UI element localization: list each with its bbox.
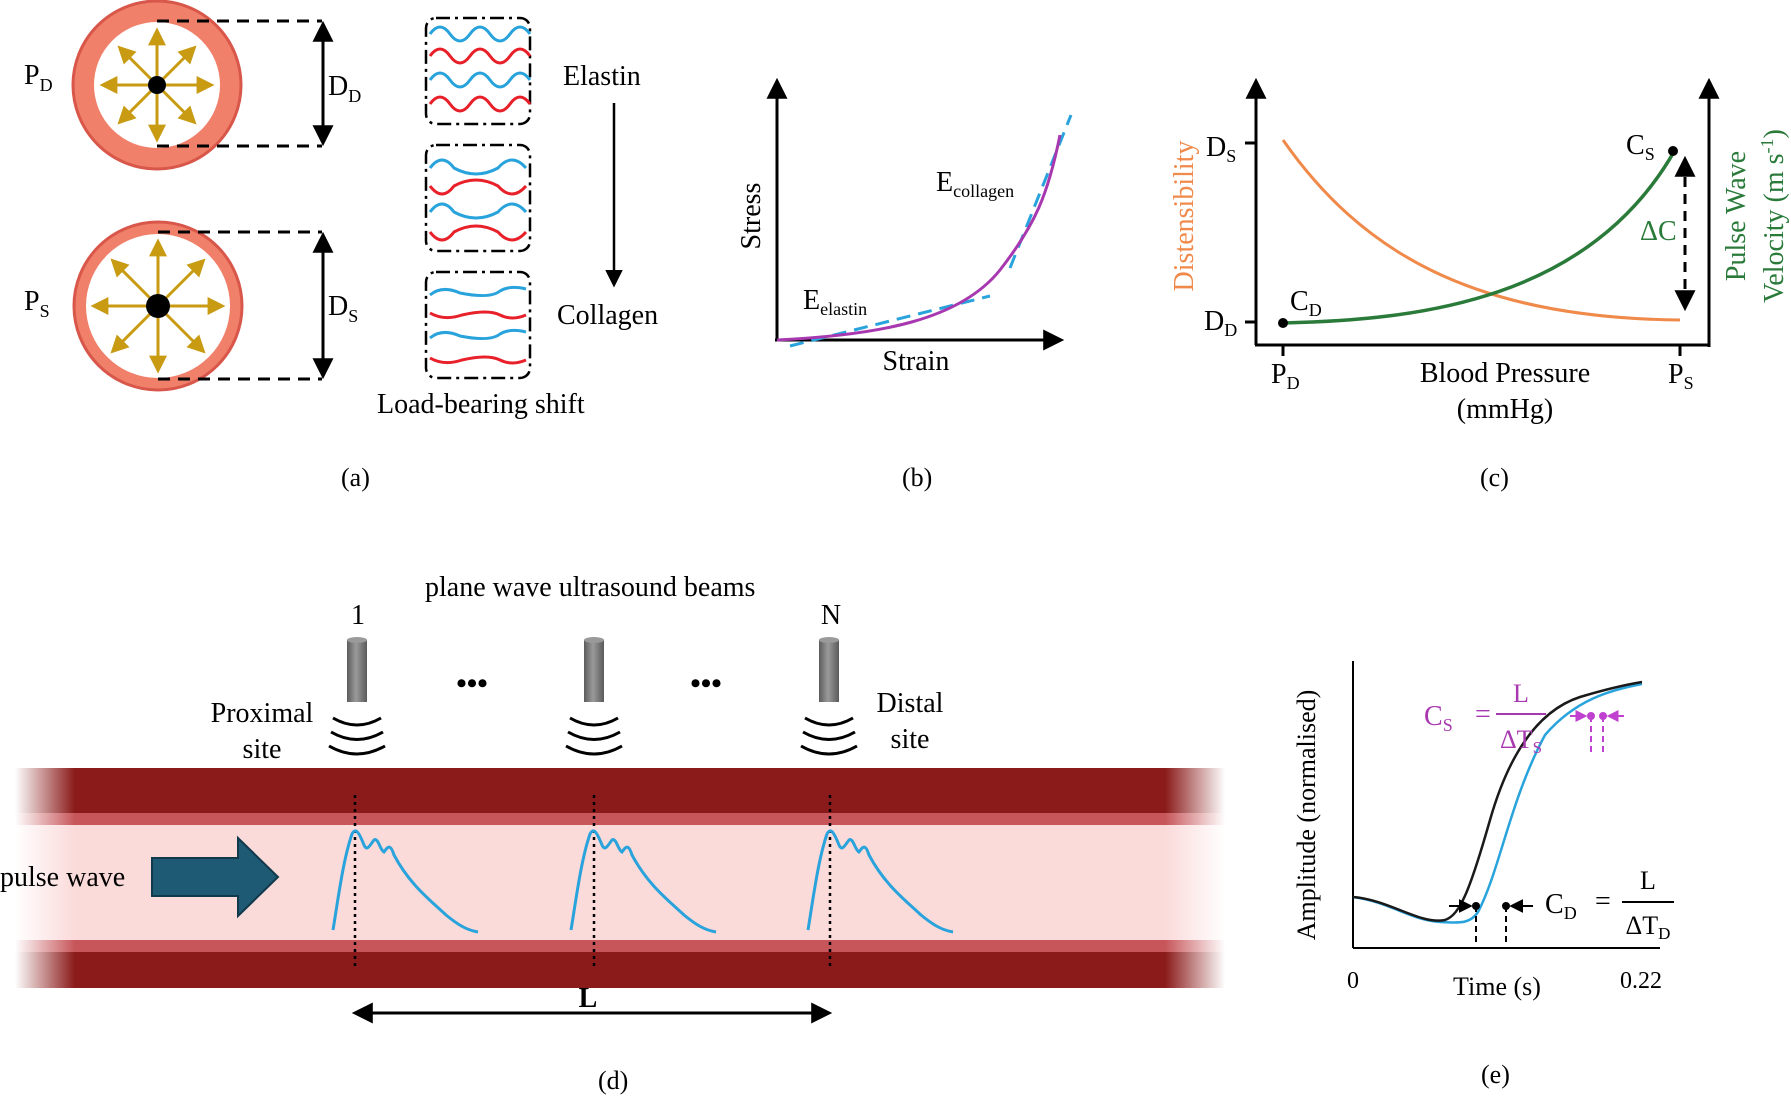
delta-c-label: ΔC bbox=[1640, 216, 1677, 247]
probe-n-label: N bbox=[821, 600, 841, 631]
cs-formula-equals: = bbox=[1475, 699, 1491, 730]
distal-label-2: site bbox=[891, 724, 930, 755]
fibre-box-2 bbox=[424, 143, 532, 253]
cs-marker-1 bbox=[1587, 712, 1595, 720]
mmhg-label: (mmHg) bbox=[1457, 394, 1553, 425]
ellipsis-2: ••• bbox=[690, 667, 722, 700]
ds-label: DS bbox=[328, 291, 358, 326]
cs-formula-denominator: ΔTS bbox=[1500, 725, 1542, 757]
ps-label-c: PS bbox=[1668, 359, 1694, 393]
proximal-waveform bbox=[1352, 680, 1643, 922]
pulse-waveform-2 bbox=[569, 829, 717, 934]
beams-label: plane wave ultrasound beams bbox=[425, 572, 755, 603]
e-elastin-label: Eelastin bbox=[803, 285, 867, 319]
cd-formula-numerator: L bbox=[1640, 866, 1656, 895]
pulse-wave-arrow bbox=[151, 835, 280, 919]
caption-b: (b) bbox=[902, 463, 932, 492]
stress-strain-curve bbox=[776, 134, 1062, 342]
load-bearing-label: Load-bearing shift bbox=[377, 389, 585, 420]
elastin-label: Elastin bbox=[563, 61, 641, 92]
time-label: Time (s) bbox=[1453, 972, 1541, 1001]
probe-1-label: 1 bbox=[351, 600, 365, 631]
length-label: L bbox=[579, 983, 598, 1014]
vessel-systolic bbox=[72, 220, 244, 392]
amplitude-label: Amplitude (normalised) bbox=[1292, 690, 1321, 941]
probe-1 bbox=[328, 637, 386, 756]
fibre-box-3 bbox=[424, 270, 532, 380]
pwv-label-line1: Pulse Wave bbox=[1721, 151, 1752, 281]
strain-label: Strain bbox=[883, 346, 950, 377]
ellipsis-1: ••• bbox=[456, 667, 488, 700]
stress-label: Stress bbox=[736, 183, 767, 250]
cs-formula-lhs: CS bbox=[1424, 701, 1453, 735]
cs-formula: CS = L ΔTS bbox=[1424, 679, 1546, 757]
cs-marker-2 bbox=[1599, 712, 1607, 720]
ps-label-a: PS bbox=[24, 286, 50, 321]
cs-label-c: CS bbox=[1626, 130, 1655, 164]
probe-n bbox=[800, 637, 858, 756]
probe-mid bbox=[565, 637, 623, 756]
pwv-label-line2: Velocity (m s-1) bbox=[1757, 129, 1790, 303]
ds-label-c: DS bbox=[1206, 132, 1236, 166]
cs-point bbox=[1668, 146, 1678, 156]
distal-label-1: Distal bbox=[877, 688, 944, 719]
dd-label-c: DD bbox=[1204, 306, 1237, 340]
panel-a: PD DD PS DS bbox=[24, 0, 658, 492]
caption-c: (c) bbox=[1480, 463, 1509, 492]
pulse-waveform-1 bbox=[331, 829, 479, 934]
cs-formula-numerator: L bbox=[1513, 679, 1529, 708]
vessel-diastolic bbox=[71, 0, 243, 171]
distensibility-label: Distensibility bbox=[1169, 141, 1200, 292]
cd-formula-denominator: ΔTD bbox=[1626, 911, 1671, 943]
cd-formula: CD = L ΔTD bbox=[1545, 866, 1674, 943]
distensibility-curve bbox=[1281, 139, 1681, 322]
panel-e: Amplitude (normalised) 0 0.22 Time (s) C… bbox=[1292, 661, 1674, 1089]
e-collagen-label: Ecollagen bbox=[936, 167, 1014, 201]
caption-e: (e) bbox=[1481, 1060, 1510, 1089]
dd-label: DD bbox=[328, 71, 361, 106]
cd-marker-1 bbox=[1472, 902, 1480, 910]
proximal-label-2: site bbox=[243, 734, 282, 765]
artery bbox=[15, 768, 1225, 988]
cd-label-c: CD bbox=[1290, 286, 1322, 320]
pulse-wave-label: pulse wave bbox=[0, 862, 125, 893]
panel-d: plane wave ultrasound beams 1 N ••• ••• … bbox=[0, 572, 1225, 1095]
fibre-box-1 bbox=[424, 16, 532, 126]
cd-formula-lhs: CD bbox=[1545, 889, 1577, 923]
cd-marker-2 bbox=[1502, 902, 1510, 910]
x-max-label: 0.22 bbox=[1620, 968, 1662, 994]
pwv-curve bbox=[1282, 149, 1677, 325]
pd-label-c: PD bbox=[1271, 359, 1300, 393]
pulse-waveform-3 bbox=[806, 829, 954, 934]
cd-point bbox=[1278, 318, 1288, 328]
x-min-label: 0 bbox=[1347, 968, 1359, 994]
caption-a: (a) bbox=[341, 463, 370, 492]
pd-label-a: PD bbox=[24, 60, 53, 95]
panel-b: Stress Strain Ecollagen Eelastin (b) bbox=[736, 77, 1073, 492]
proximal-label-1: Proximal bbox=[211, 698, 314, 729]
blood-pressure-label: Blood Pressure bbox=[1420, 358, 1590, 389]
collagen-label: Collagen bbox=[557, 300, 658, 331]
caption-d: (d) bbox=[598, 1066, 628, 1095]
cd-formula-equals: = bbox=[1595, 886, 1611, 917]
panel-c: DS DD CD CS ΔC Distensibility Pulse Wave… bbox=[1169, 77, 1790, 492]
